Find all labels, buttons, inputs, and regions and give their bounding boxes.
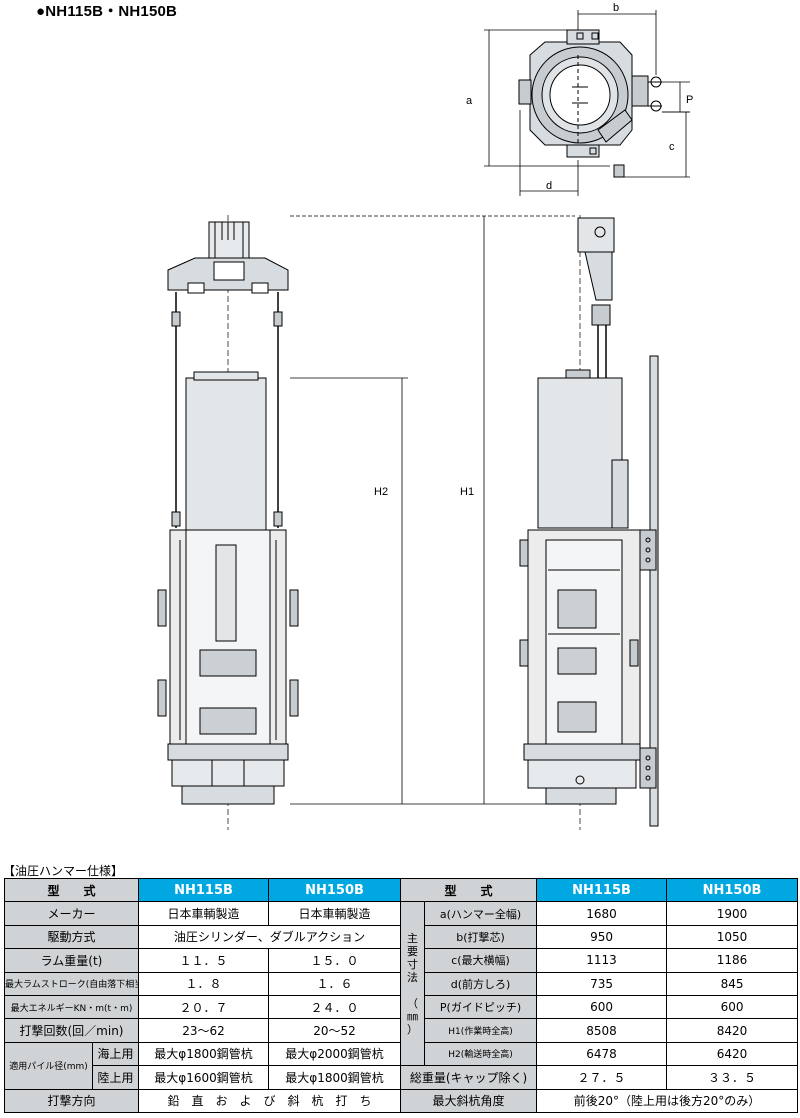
top-view-dimensions	[484, 10, 690, 196]
value-dim-h2-1: 6478	[536, 1041, 668, 1067]
value-blows-1: 23～62	[138, 1018, 270, 1043]
table-row: 適用パイル径(mm) 海上用 最大φ1800鋼管杭 最大φ2000鋼管杭 H2(…	[4, 1041, 799, 1090]
label-dim-h1: H1(作業時全高)	[424, 1018, 538, 1043]
header-nh150b: NH150B	[268, 877, 402, 903]
value-dim-c-1: 1113	[536, 948, 668, 973]
value-direction: 鉛 直 お よ び 斜 杭 打 ち	[138, 1088, 402, 1113]
dim-label-c: c	[669, 141, 675, 153]
label-dim-p: P(ガイドピッチ)	[424, 994, 538, 1020]
value-maker-1: 日本車輌製造	[138, 901, 270, 926]
value-dim-a-1: 1680	[536, 901, 668, 926]
label-blows: 打撃回数(回／min)	[3, 1018, 140, 1043]
page-title: ●NH115B・NH150B	[36, 3, 178, 20]
value-blows-2: 20～52	[268, 1018, 402, 1043]
front-view	[157, 215, 299, 830]
label-drive: 駆動方式	[3, 924, 140, 950]
value-pile-land-1: 最大φ1600鋼管杭	[138, 1065, 270, 1090]
value-dim-d-2: 845	[666, 971, 799, 996]
top-view	[518, 29, 662, 178]
value-dim-c-2: 1186	[666, 948, 799, 973]
value-drive: 油圧シリンダー、ダブルアクション	[138, 924, 402, 950]
value-dim-h1-2: 8420	[666, 1018, 799, 1043]
label-dim-a: a(ハンマー全幅)	[424, 901, 538, 926]
label-pile: 適用パイル径(mm)	[4, 1041, 93, 1090]
table-row: 陸上用 最大φ1600鋼管杭 最大φ1800鋼管杭 総重量(キャップ除く) ２７…	[5, 1065, 799, 1090]
height-dimensions	[290, 215, 575, 805]
value-dim-b-2: 1050	[666, 924, 799, 950]
label-dim-h2: H2(輸送時全高)	[424, 1041, 538, 1067]
table-row: 型 式 NH115B NH150B 型 式 NH115B NH150B	[3, 877, 799, 903]
spec-title: 【油圧ハンマー仕様】	[3, 864, 124, 878]
value-dim-b-1: 950	[536, 924, 668, 950]
value-dim-p-1: 600	[536, 994, 668, 1020]
value-max-stroke-1: １．８	[138, 971, 270, 996]
value-pile-land-2: 最大φ1800鋼管杭	[268, 1065, 402, 1090]
value-max-energy-1: ２０．７	[138, 994, 270, 1020]
table-row: メーカー 日本車輌製造 日本車輌製造 主 要 寸 法 （ ㎜ ） a(ハンマー全…	[3, 901, 799, 1067]
label-ram-weight: ラム重量(t)	[3, 948, 140, 973]
value-maker-2: 日本車輌製造	[268, 901, 402, 926]
value-dim-p-2: 600	[666, 994, 799, 1020]
dim-label-p: P	[686, 94, 693, 106]
value-dim-d-1: 735	[536, 971, 668, 996]
dim-label-a: a	[466, 95, 473, 107]
value-pile-sea-2: 最大φ2000鋼管杭	[268, 1041, 402, 1067]
value-total-weight-1: ２７．５	[536, 1065, 668, 1090]
value-dim-h1-1: 8508	[536, 1018, 668, 1043]
label-max-angle: 最大斜杭角度	[400, 1088, 538, 1113]
header-type: 型 式	[3, 877, 140, 903]
table-row: 駆動方式 油圧シリンダー、ダブルアクション b(打撃芯) 950 1050	[3, 924, 799, 950]
dim-label-d: d	[546, 180, 552, 192]
header-nh115b: NH115B	[138, 877, 270, 903]
value-ram-weight-1: １１．５	[138, 948, 270, 973]
value-pile-sea-1: 最大φ1800鋼管杭	[138, 1041, 270, 1067]
label-dim-d: d(前方しろ)	[424, 971, 538, 996]
value-total-weight-2: ３３．５	[666, 1065, 799, 1090]
label-pile-land: 陸上用	[91, 1065, 140, 1090]
hammer-drawing: a b c d P H2 H1	[157, 2, 693, 830]
dim-label-h1: H1	[460, 486, 474, 498]
table-row: 打撃方向 鉛 直 お よ び 斜 杭 打 ち 最大斜杭角度 前後20°（陸上用は…	[3, 1088, 799, 1113]
label-pile-sea: 海上用	[91, 1041, 140, 1067]
side-view	[519, 215, 659, 830]
label-maker: メーカー	[3, 901, 140, 926]
label-max-stroke: 最大ラムストローク(自由落下相当)(m)	[3, 971, 140, 996]
label-dim-c: c(最大横幅)	[424, 948, 538, 973]
value-ram-weight-2: １５．０	[268, 948, 402, 973]
value-max-energy-2: ２４．０	[268, 994, 402, 1020]
value-dim-h2-2: 6420	[666, 1041, 799, 1067]
value-dim-a-2: 1900	[666, 901, 799, 926]
header-type-right: 型 式	[400, 877, 538, 903]
label-direction: 打撃方向	[3, 1088, 140, 1113]
dims-group-label: 主 要 寸 法 （ ㎜ ）	[400, 901, 426, 1067]
header-nh150b-right: NH150B	[666, 877, 799, 903]
value-max-angle: 前後20°（陸上用は後方20°のみ）	[536, 1088, 799, 1113]
label-max-energy: 最大エネルギーKN・m(t・m)	[3, 994, 140, 1020]
value-max-stroke-2: １．６	[268, 971, 402, 996]
table-row: 打撃回数(回／min) 23～62 20～52 H1(作業時全高) 8508 8…	[3, 1018, 799, 1043]
label-total-weight: 総重量(キャップ除く)	[400, 1065, 538, 1090]
header-nh115b-right: NH115B	[536, 877, 668, 903]
dim-label-h2: H2	[374, 486, 388, 498]
spec-table: 型 式 NH115B NH150B 型 式 NH115B NH150B メーカー…	[3, 877, 799, 1113]
label-dim-b: b(打撃芯)	[424, 924, 538, 950]
dim-label-b: b	[613, 2, 619, 14]
